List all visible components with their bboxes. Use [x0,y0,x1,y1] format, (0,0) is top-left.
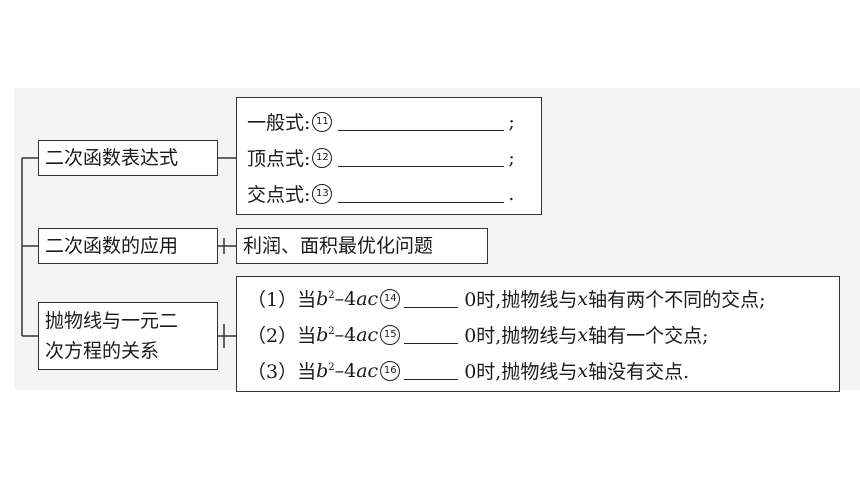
blank-number-12: 12 [312,147,333,168]
superscript: 2 [328,326,335,337]
minus-four: –4 [334,323,357,346]
var-b: b [316,323,329,346]
answer-blank-13 [338,184,505,203]
var-b: b [316,287,329,310]
row-prefix: （1）当 [247,289,317,311]
row-tail: 轴有两个不同的交点; [588,289,766,311]
var-ac: ac [356,323,379,346]
blank-number-15: 15 [380,324,401,345]
answer-blank-16 [404,361,459,380]
minus-four: –4 [334,287,357,310]
row-prefix: 顶点式: [247,148,311,170]
answer-blank-14 [404,289,459,308]
branch-1-detail-box: 一般式: 11 ; 顶点式: 12 ; 交点式: 13 . [236,97,542,215]
row-prefix: （2）当 [247,325,317,347]
branch-1-label: 二次函数表达式 [45,146,179,169]
row-suffix: ; [508,110,515,133]
row-prefix: （3）当 [247,361,317,383]
var-x: x [577,323,589,346]
row-prefix: 交点式: [247,184,311,206]
branch-2-detail-box: 利润、面积最优化问题 [236,228,488,264]
answer-blank-11 [338,112,505,131]
superscript: 2 [328,290,335,301]
var-ac: ac [356,359,379,382]
blank-number-13: 13 [312,183,333,204]
branch-3-label-box: 抛物线与一元二 次方程的关系 [38,302,218,370]
var-ac: ac [356,287,379,310]
superscript: 2 [328,362,335,373]
row-prefix: 一般式: [247,112,311,134]
blank-number-16: 16 [380,360,401,381]
var-b: b [316,359,329,382]
answer-blank-12 [338,148,505,167]
branch-3-label-line-2: 次方程的关系 [45,340,160,362]
blank-number-11: 11 [312,111,333,132]
expression-row-intercept: 交点式: 13 . [247,180,514,207]
row-tail: 轴没有交点. [588,361,690,383]
answer-blank-15 [404,325,459,344]
row-suffix: . [508,182,515,205]
row-suffix: ; [508,146,515,169]
branch-2-detail: 利润、面积最优化问题 [243,234,434,257]
branch-2-label: 二次函数的应用 [45,234,179,257]
row-suffix: 0时,抛物线与 [464,325,578,347]
blank-number-14: 14 [380,288,401,309]
var-x: x [577,359,589,382]
branch-2-label-box: 二次函数的应用 [38,228,218,264]
var-x: x [577,287,589,310]
row-suffix: 0时,抛物线与 [464,289,578,311]
minus-four: –4 [334,359,357,382]
row-suffix: 0时,抛物线与 [464,361,578,383]
expression-row-vertex: 顶点式: 12 ; [247,144,515,171]
branch-1-label-box: 二次函数表达式 [38,140,218,176]
branch-3-label-line-1: 抛物线与一元二 [45,310,179,332]
row-tail: 轴有一个交点; [588,325,709,347]
expression-row-general: 一般式: 11 ; [247,108,515,135]
